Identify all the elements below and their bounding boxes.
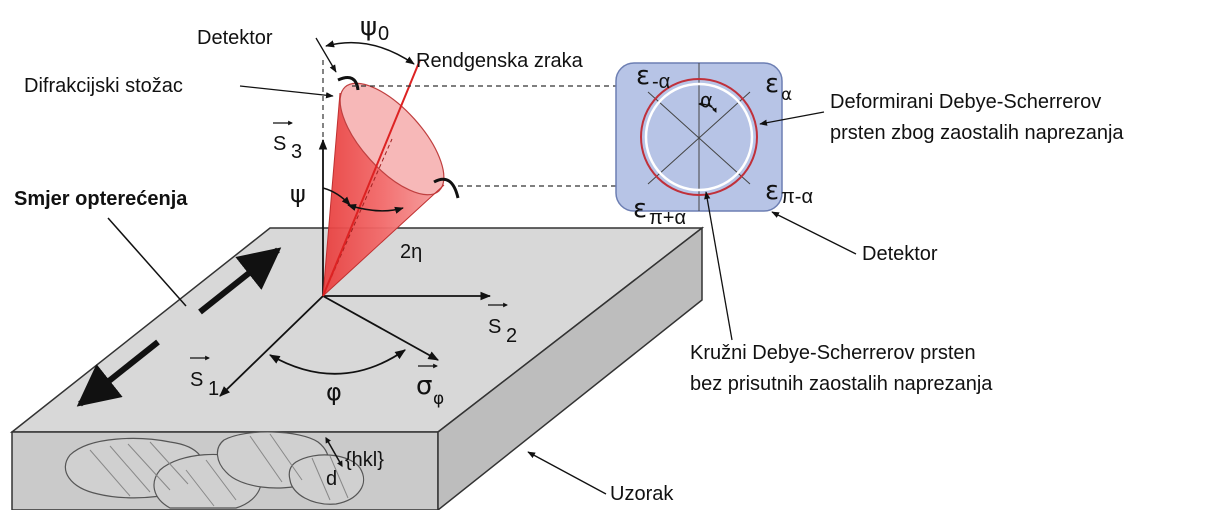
psi-angle-arc — [322, 187, 351, 206]
psi-symbol: ψ — [290, 180, 306, 208]
s2-letter: S — [488, 316, 501, 338]
projection-guides — [322, 60, 652, 187]
s1-letter: S — [190, 369, 203, 391]
specimen-side-face — [437, 226, 703, 510]
psi0-subscript: 0 — [378, 23, 389, 45]
eps-alpha-sub: α — [781, 85, 792, 105]
detector-panel — [615, 62, 783, 212]
diffraction-cone — [322, 82, 445, 297]
phi-angle-arc — [269, 349, 406, 375]
d-hkl-letter: d — [326, 468, 337, 490]
psi0-angle-arc — [325, 40, 415, 65]
eps-pi-minus-alpha-sub: π-α — [781, 186, 813, 208]
circular-ring — [644, 82, 754, 192]
grain-structure — [64, 431, 365, 509]
phi-symbol: φ — [326, 378, 342, 406]
s3-subscript: 3 — [291, 141, 302, 163]
two-eta-label: 2η — [400, 241, 422, 263]
psi0-symbol: ψ — [360, 12, 377, 42]
deformed-ring-label-line2: prsten zbog zaostalih naprezanja — [830, 122, 1124, 144]
xray-beam-line — [322, 59, 421, 297]
detector-right-leader — [771, 211, 857, 255]
deformed-ring-leader — [759, 111, 825, 126]
d-hkl-superscript: {hkl} — [345, 449, 384, 471]
s1-subscript: 1 — [208, 378, 219, 400]
diffraction-cone-label: Difrakcijski stožac — [24, 75, 183, 97]
s3-letter: S — [273, 133, 286, 155]
deformed-ring-label-line1: Deformirani Debye-Scherrerov — [830, 91, 1101, 113]
specimen-block — [9, 226, 705, 510]
load-direction-label: Smjer opterećenja — [14, 188, 188, 210]
circular-ring-label-line2: bez prisutnih zaostalih naprezanja — [690, 373, 993, 395]
xray-label: Rendgenska zraka — [416, 50, 584, 72]
eps-pi-minus-alpha-letter: ε — [765, 176, 779, 206]
two-eta-arc — [347, 203, 404, 214]
circular-ring-label-line1: Kružni Debye-Scherrerov prsten — [690, 342, 976, 364]
eps-minus-alpha-letter: ε — [636, 61, 650, 91]
alpha-symbol: α — [700, 88, 713, 112]
sigma-letter: σ — [416, 371, 432, 401]
sigma-phi-axis — [322, 295, 439, 361]
sigma-subscript: φ — [433, 389, 444, 409]
s2-subscript: 2 — [506, 325, 517, 347]
alpha-arc — [698, 101, 717, 113]
specimen-leader — [527, 451, 607, 495]
diffraction-cone-leader — [239, 85, 334, 99]
load-direction-leader — [107, 217, 187, 307]
detector-top-leader — [315, 37, 337, 73]
load-arrow-up — [198, 247, 282, 315]
detector-arc-top — [337, 76, 360, 91]
eps-pi-plus-alpha-sub: π+α — [649, 207, 686, 229]
specimen-label: Uzorak — [610, 483, 674, 505]
coordinate-axes — [219, 138, 492, 397]
detector-arc-bottom — [433, 177, 460, 199]
eps-pi-plus-alpha-letter: ε — [633, 194, 647, 224]
circular-ring-leader — [704, 191, 733, 341]
s1-axis — [219, 295, 324, 397]
eps-minus-alpha-sub: -α — [652, 71, 670, 93]
detector-right-label: Detektor — [862, 243, 938, 265]
detector-top-label: Detektor — [197, 27, 273, 49]
deformed-ring — [640, 78, 758, 196]
d-spacing-marker — [325, 436, 343, 468]
load-arrow-down — [76, 339, 160, 407]
eps-alpha-letter: ε — [765, 69, 779, 99]
